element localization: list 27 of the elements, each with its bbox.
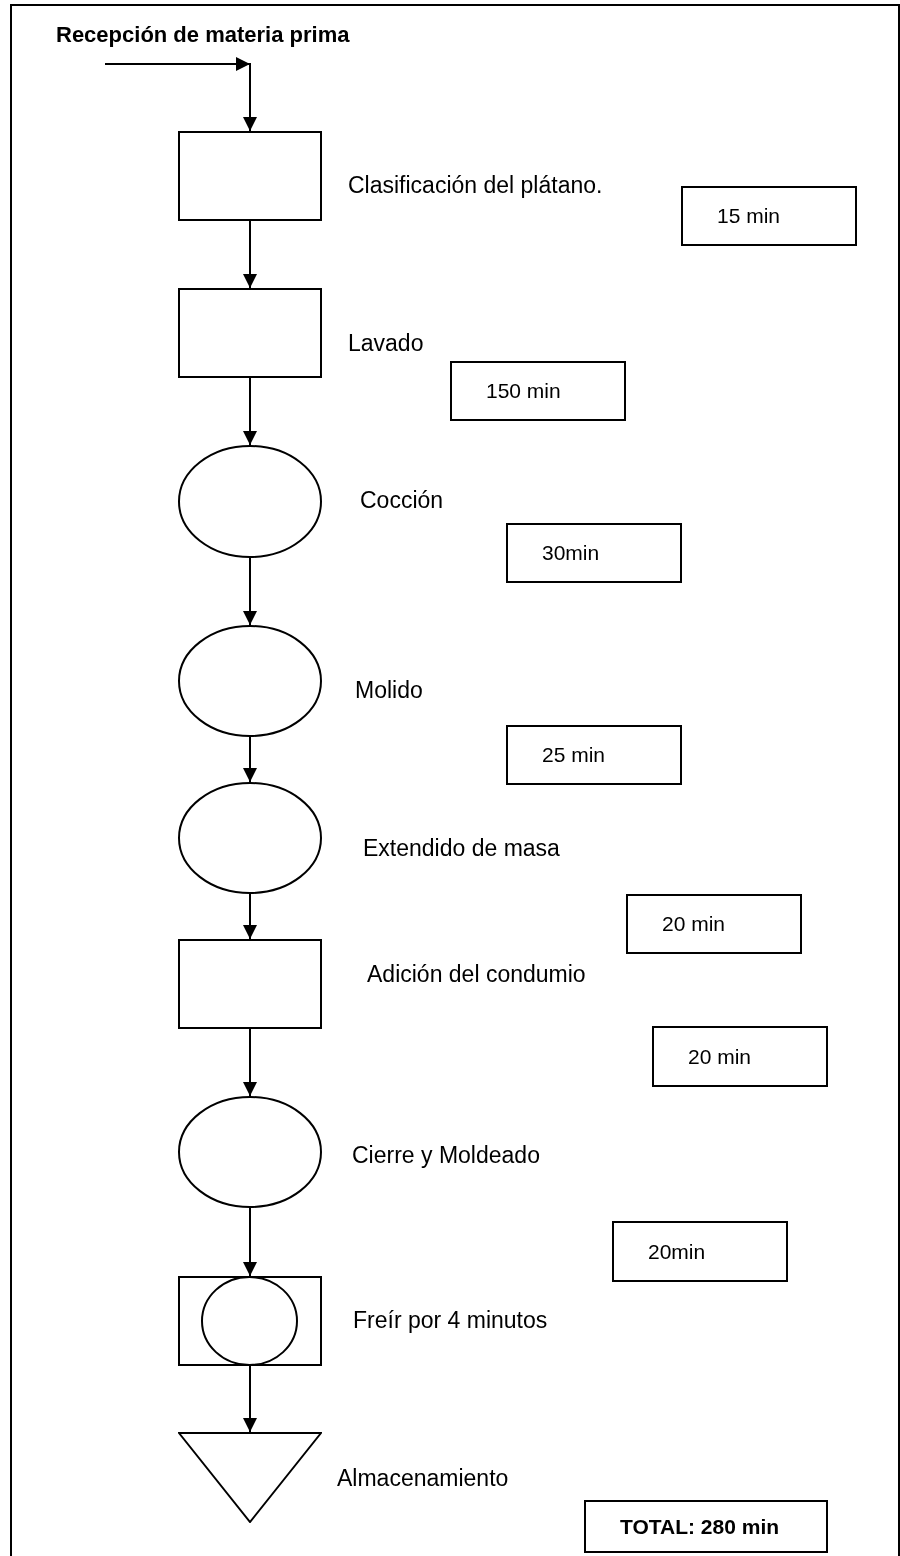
arrow <box>243 893 257 940</box>
time-box: 150 min <box>450 361 626 421</box>
arrow <box>104 57 257 132</box>
step-label: Adición del condumio <box>367 960 586 988</box>
step-label: Cocción <box>360 486 444 514</box>
arrow <box>243 220 257 289</box>
title: Recepción de materia prima <box>56 21 350 49</box>
step-label: Almacenamiento <box>337 1464 509 1492</box>
time-box: 30min <box>506 523 682 583</box>
arrow <box>243 1028 257 1097</box>
time-box: 20min <box>612 1221 788 1282</box>
step-label: Freír por 4 minutos <box>353 1306 548 1334</box>
step-label: Cierre y Moldeado <box>352 1141 540 1169</box>
arrow <box>243 1365 257 1433</box>
time-box: TOTAL: 280 min <box>584 1500 828 1553</box>
time-box: 25 min <box>506 725 682 785</box>
arrow <box>243 557 257 626</box>
time-box: 20 min <box>626 894 802 954</box>
step-label: Extendido de masa <box>363 834 560 862</box>
arrow <box>243 377 257 446</box>
arrow <box>243 736 257 783</box>
arrow <box>243 1207 257 1277</box>
time-box: 15 min <box>681 186 857 246</box>
step-label: Clasificación del plátano. <box>348 171 603 199</box>
step-label: Lavado <box>348 329 424 357</box>
step-label: Molido <box>355 676 423 704</box>
time-box: 20 min <box>652 1026 828 1087</box>
